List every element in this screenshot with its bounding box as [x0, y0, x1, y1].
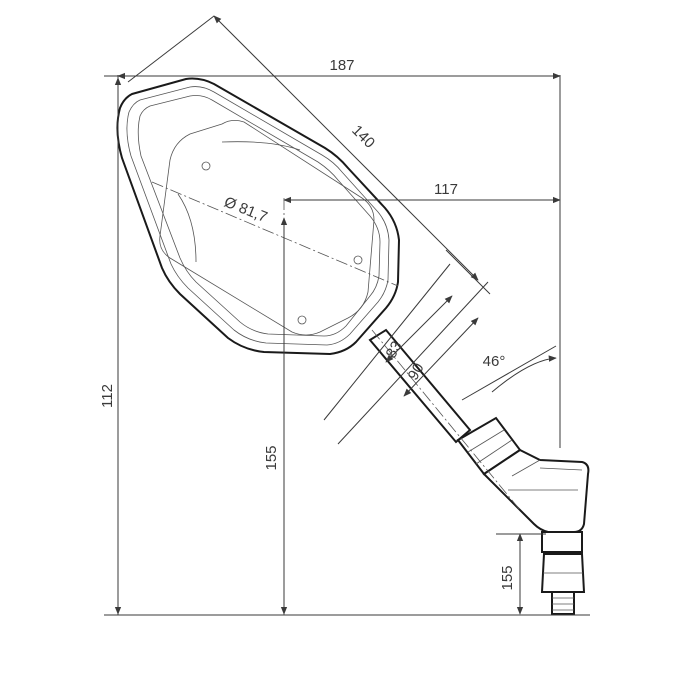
angle-ext — [461, 345, 557, 401]
dimension-lines — [114, 15, 561, 615]
knuckle-line-3 — [539, 467, 583, 471]
dim-line-140 — [213, 15, 479, 281]
extension-lines — [104, 15, 590, 616]
glass-reflection-curve-2 — [221, 141, 301, 151]
label-155: 155 — [263, 445, 280, 470]
stem-knuckle — [482, 448, 590, 533]
mirror-stem — [368, 328, 590, 615]
backplate-outline — [159, 120, 375, 336]
nut-line-2 — [475, 439, 513, 465]
glass-reflection-curve — [177, 193, 197, 263]
angle-arc-46 — [491, 355, 557, 393]
label-112: 112 — [99, 384, 116, 408]
label-140: 140 — [348, 122, 378, 152]
label-thread-155: 155 — [499, 565, 516, 590]
label-46-degrees: 46° — [483, 353, 506, 370]
mount-hole-3 — [297, 315, 307, 325]
dim-line-90 — [403, 317, 479, 397]
base-washer — [541, 531, 583, 553]
label-187: 187 — [329, 57, 354, 74]
stem-axis-line — [371, 329, 521, 511]
knuckle-line-1 — [511, 459, 541, 477]
diag-ext-left — [127, 15, 215, 83]
nut-line-1 — [467, 429, 505, 453]
mount-hole-2 — [353, 255, 363, 265]
label-117: 117 — [434, 181, 458, 198]
label-83: 83 — [383, 338, 406, 361]
thread-bolt — [551, 591, 575, 615]
mount-hole-1 — [201, 161, 211, 171]
label-90: 90 — [405, 360, 428, 383]
